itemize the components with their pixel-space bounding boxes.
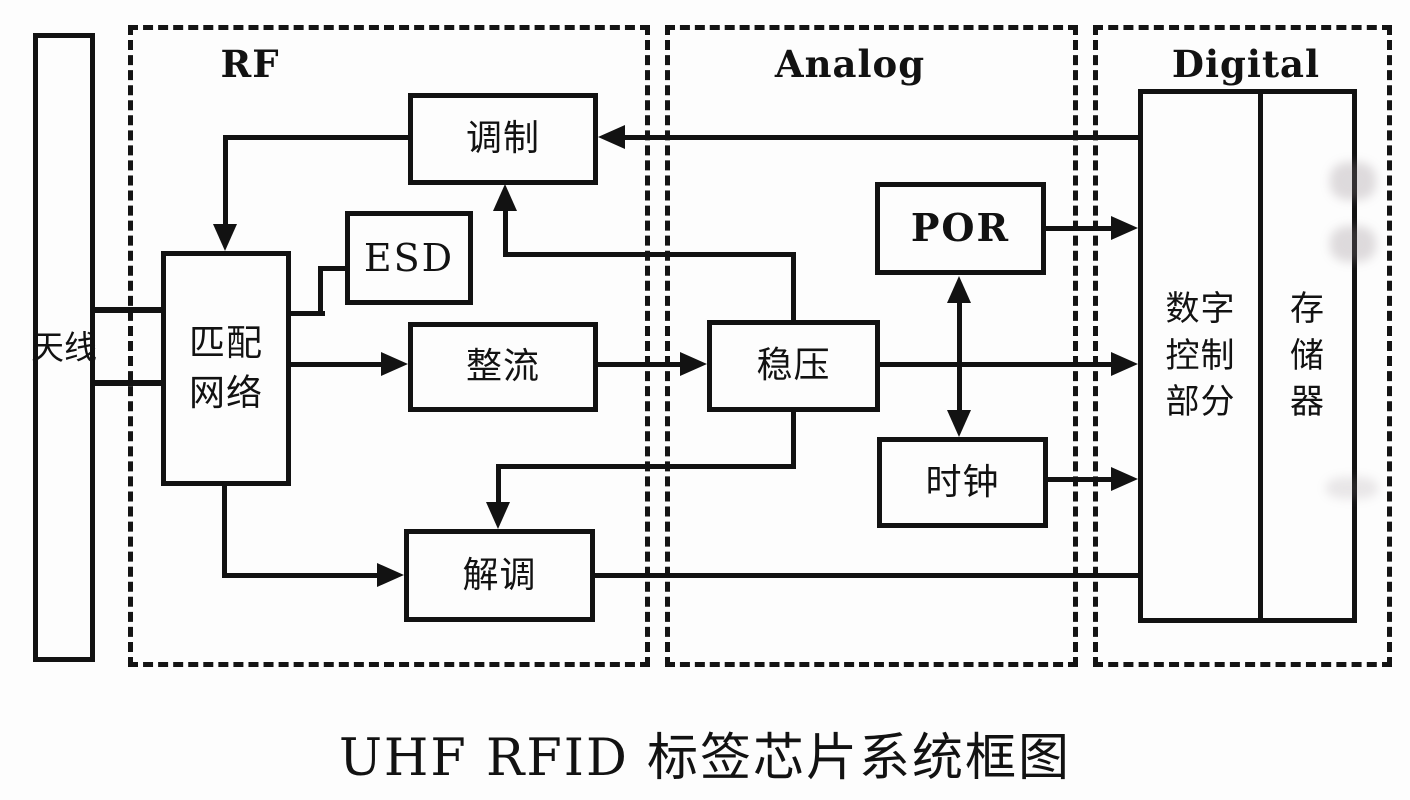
- clock-label: 时钟: [925, 461, 1000, 503]
- arrowhead-into-matching: [213, 224, 237, 251]
- demodulator-label: 解调: [462, 554, 537, 596]
- arrowhead-into-por: [947, 276, 971, 303]
- line-regulator-modulator-v1: [791, 252, 796, 322]
- line-modulator-matching-v: [223, 135, 228, 227]
- rectifier-label: 整流: [465, 346, 540, 388]
- modulator-block: 调制: [408, 93, 598, 185]
- line-rectifier-regulator: [598, 362, 682, 367]
- line-matching-demod-h: [222, 573, 377, 578]
- line-antenna-matching-top: [95, 307, 161, 313]
- digital-control-label: 数字 控制 部分: [1165, 288, 1236, 423]
- arrowhead-into-demodulator-left: [377, 563, 404, 587]
- modulator-label: 调制: [465, 118, 540, 160]
- digital-region-label: Digital: [1171, 42, 1321, 86]
- line-matching-esd-a: [291, 311, 325, 316]
- line-demod-digital: [595, 573, 1138, 578]
- line-regulator-demod-h: [496, 464, 796, 469]
- line-matching-esd-c: [318, 266, 346, 271]
- scan-artifact: [1330, 162, 1376, 200]
- line-regulator-digital: [880, 362, 1112, 367]
- rectifier-block: 整流: [408, 322, 598, 412]
- line-clock-digital: [1048, 477, 1112, 482]
- digital-core-block: 数字 控制 部分 存 储 器: [1138, 89, 1357, 623]
- rf-region: [128, 25, 650, 667]
- digital-core-divider: [1258, 94, 1263, 618]
- line-por-digital: [1046, 226, 1112, 231]
- matching-network-block: 匹配 网络: [161, 251, 291, 486]
- line-digital-modulator: [622, 135, 1138, 140]
- line-matching-rectifier: [291, 362, 386, 367]
- line-regulator-modulator-v2: [503, 210, 508, 257]
- analog-region: [665, 25, 1078, 667]
- esd-label: ESD: [363, 235, 455, 280]
- esd-block: ESD: [345, 211, 473, 305]
- digital-region: [1093, 25, 1392, 667]
- clock-block: 时钟: [877, 437, 1048, 528]
- arrowhead-regulator-into-digital: [1111, 352, 1138, 376]
- analog-region-label: Analog: [774, 42, 926, 86]
- memory-label: 存 储 器: [1290, 288, 1325, 423]
- matching-network-label: 匹配 网络: [188, 322, 263, 414]
- scan-artifact: [1330, 226, 1376, 262]
- line-por-clock: [957, 298, 962, 416]
- arrowhead-into-regulator: [680, 352, 707, 376]
- arrowhead-por-into-digital: [1111, 216, 1138, 240]
- scan-artifact: [1326, 477, 1378, 499]
- line-regulator-demod-v2: [496, 464, 501, 506]
- rf-region-label: RF: [220, 42, 280, 86]
- diagram-caption: UHF RFID 标签芯片系统框图: [338, 729, 1072, 788]
- arrowhead-into-clock: [947, 410, 971, 437]
- por-label: POR: [910, 205, 1011, 251]
- line-matching-esd-b: [318, 266, 323, 316]
- demodulator-block: 解调: [404, 529, 595, 622]
- regulator-block: 稳压: [707, 320, 880, 412]
- por-block: POR: [875, 182, 1046, 275]
- line-matching-demod-v: [222, 484, 227, 578]
- digital-control-column: 数字 控制 部分: [1143, 94, 1258, 618]
- regulator-label: 稳压: [756, 345, 831, 387]
- arrowhead-into-demodulator-top: [486, 502, 510, 529]
- line-modulator-matching-h: [223, 135, 408, 140]
- arrowhead-into-modulator-bottom: [493, 184, 517, 211]
- arrowhead-into-modulator-right: [598, 125, 625, 149]
- antenna-block: 天线: [31, 33, 97, 662]
- arrowhead-clock-into-digital: [1111, 467, 1138, 491]
- arrowhead-into-rectifier: [381, 352, 408, 376]
- line-regulator-modulator-h: [503, 252, 796, 257]
- line-antenna-matching-bottom: [95, 380, 161, 386]
- memory-column: 存 储 器: [1263, 94, 1352, 618]
- antenna-label: 天线: [31, 327, 97, 367]
- line-regulator-demod-v1: [791, 410, 796, 469]
